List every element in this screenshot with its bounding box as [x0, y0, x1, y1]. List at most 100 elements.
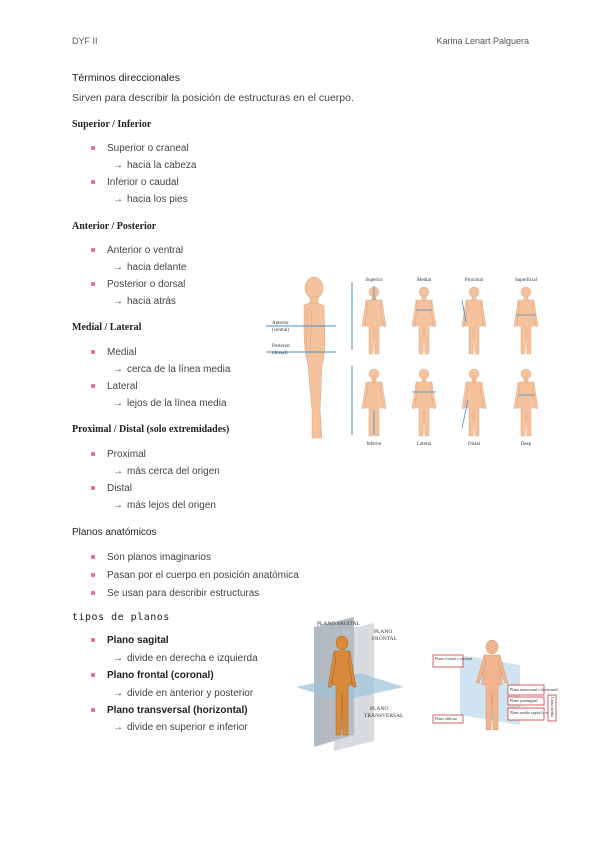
bullet-icon [91, 573, 95, 578]
bullet-icon [91, 248, 95, 253]
list-item: Inferior o caudal [91, 177, 179, 188]
arrow-right-icon: → [113, 160, 123, 171]
label-plano-sagital: PLANO SAGITAL [317, 621, 360, 627]
group-title: Superior / Inferior [72, 119, 152, 130]
label-inferior: Inferior [366, 442, 382, 447]
arrow-right-icon: → [113, 722, 123, 733]
section-title-directional: Términos direccionales [72, 72, 180, 84]
side-body-figure [303, 276, 326, 439]
intro-text: Sirven para describir la posición de est… [72, 92, 354, 104]
tag-frontal-text: Plano frontal o coronal [435, 656, 473, 661]
tag-midline [547, 694, 557, 722]
bullet-icon [91, 350, 95, 355]
figure-superficial [513, 286, 539, 355]
label-frontal: FRONTAL [372, 636, 398, 642]
directional-terms-figure: Anterior (ventral) Posterior (dorsal) Su… [266, 276, 539, 447]
list-subitem: →hacia atrás [113, 296, 176, 307]
list-subitem: →lejos de la línea media [113, 398, 227, 409]
list-item: Distal [91, 483, 132, 494]
planes-tagged-figure: Plano frontal o coronal Plano transversa… [432, 639, 559, 731]
tag-frontal [432, 654, 464, 668]
bullet-icon [91, 708, 95, 713]
arrow-right-icon: → [113, 194, 123, 205]
list-subitem: →divide en anterior y posterior [113, 688, 254, 699]
label-anterior: Anterior [272, 321, 289, 326]
tag-transversal [507, 684, 545, 696]
header-left: DYF II [72, 36, 98, 46]
tag-parasagittal [507, 696, 545, 706]
list-item: Plano frontal (coronal) [91, 670, 214, 681]
label-plano-frontal: PLANO [374, 629, 392, 635]
arrow-right-icon: → [113, 688, 123, 699]
list-subitem: →más lejos del origen [113, 500, 216, 511]
list-subitem: →hacia la cabeza [113, 160, 197, 171]
list-item: Anterior o ventral [91, 245, 183, 256]
list-item: Medial [91, 347, 136, 358]
list-subitem: →hacia los pies [113, 194, 188, 205]
arrow-right-icon: → [113, 262, 123, 273]
figure-lateral [411, 368, 437, 437]
transversal-plane [296, 673, 404, 701]
list-subitem: →cerca de la línea media [113, 364, 231, 375]
arrow-right-icon: → [113, 398, 123, 409]
label-lateral: Lateral [417, 442, 432, 447]
planes-body-figure [327, 635, 357, 736]
bullet-icon [91, 384, 95, 389]
label-distal: Distal [468, 442, 481, 447]
bullet-icon [91, 452, 95, 457]
bullet-icon [91, 282, 95, 287]
list-item: Plano sagital [91, 635, 169, 646]
bullet-icon [91, 673, 95, 678]
bullet-icon [91, 180, 95, 185]
list-item: Proximal [91, 449, 146, 460]
list-item: Son planos imaginarios [91, 552, 211, 563]
group-title: Medial / Lateral [72, 322, 142, 333]
section-title-plane-types: tipos de planos [72, 612, 170, 623]
arrow-right-icon: → [113, 364, 123, 375]
figure-medial [411, 286, 437, 355]
label-medial: Medial [417, 278, 432, 283]
label-proximal: Proximal [465, 278, 484, 283]
tag-midline-text: Línea media [550, 697, 555, 717]
label-superior: Superior [365, 278, 383, 283]
list-subitem: →hacia delante [113, 262, 187, 273]
figure-deep [513, 368, 539, 437]
label-plano-transversal: PLANO [370, 706, 388, 712]
tag-parasagittal-text: Plano parasagital [510, 698, 538, 703]
tagged-body-figure [475, 639, 509, 731]
group-title: Anterior / Posterior [72, 221, 157, 232]
arrow-right-icon: → [113, 296, 123, 307]
tag-oblique-text: Plano oblicuo [435, 716, 457, 721]
label-transversal: TRANSVERSAL [364, 713, 404, 719]
list-item: Lateral [91, 381, 138, 392]
label-deep: Deep [521, 442, 532, 447]
arrow-right-icon: → [113, 500, 123, 511]
group-title: Proximal / Distal (solo extremidades) [72, 424, 230, 435]
label-superficial: Superficial [515, 278, 538, 283]
bullet-icon [91, 486, 95, 491]
tag-midsagittal-text: Plano medio sagital o medial [510, 710, 557, 715]
list-item: Pasan por el cuerpo en posición anatómic… [91, 570, 299, 581]
label-posterior-sub: (dorsal) [272, 351, 288, 356]
list-item: Plano transversal (horizontal) [91, 705, 248, 716]
label-posterior: Posterior [272, 344, 290, 349]
list-subitem: →divide en derecha e izquierda [113, 653, 258, 664]
arrow-right-icon: → [113, 466, 123, 477]
bullet-icon [91, 591, 95, 596]
list-item: Posterior o dorsal [91, 279, 185, 290]
bullet-icon [91, 638, 95, 643]
list-item: Superior o craneal [91, 143, 189, 154]
label-anterior-sub: (ventral) [272, 328, 290, 333]
section-title-planes: Planos anatómicos [72, 527, 157, 538]
bullet-icon [91, 555, 95, 560]
bullet-icon [91, 146, 95, 151]
anatomical-planes-figure: PLANO SAGITAL PLANO FRONTAL PLANO TRANSV… [296, 617, 404, 751]
list-item: Se usan para describir estructuras [91, 588, 259, 599]
list-subitem: →más cerca del origen [113, 466, 220, 477]
arrow-right-icon: → [113, 653, 123, 664]
tag-transversal-text: Plano transversal o horizontal [510, 687, 559, 692]
header-right: Karina Lenart Palguera [436, 36, 529, 46]
figure-distal [461, 368, 487, 437]
tag-oblique [432, 714, 464, 724]
list-subitem: →divide en superior e inferior [113, 722, 248, 733]
